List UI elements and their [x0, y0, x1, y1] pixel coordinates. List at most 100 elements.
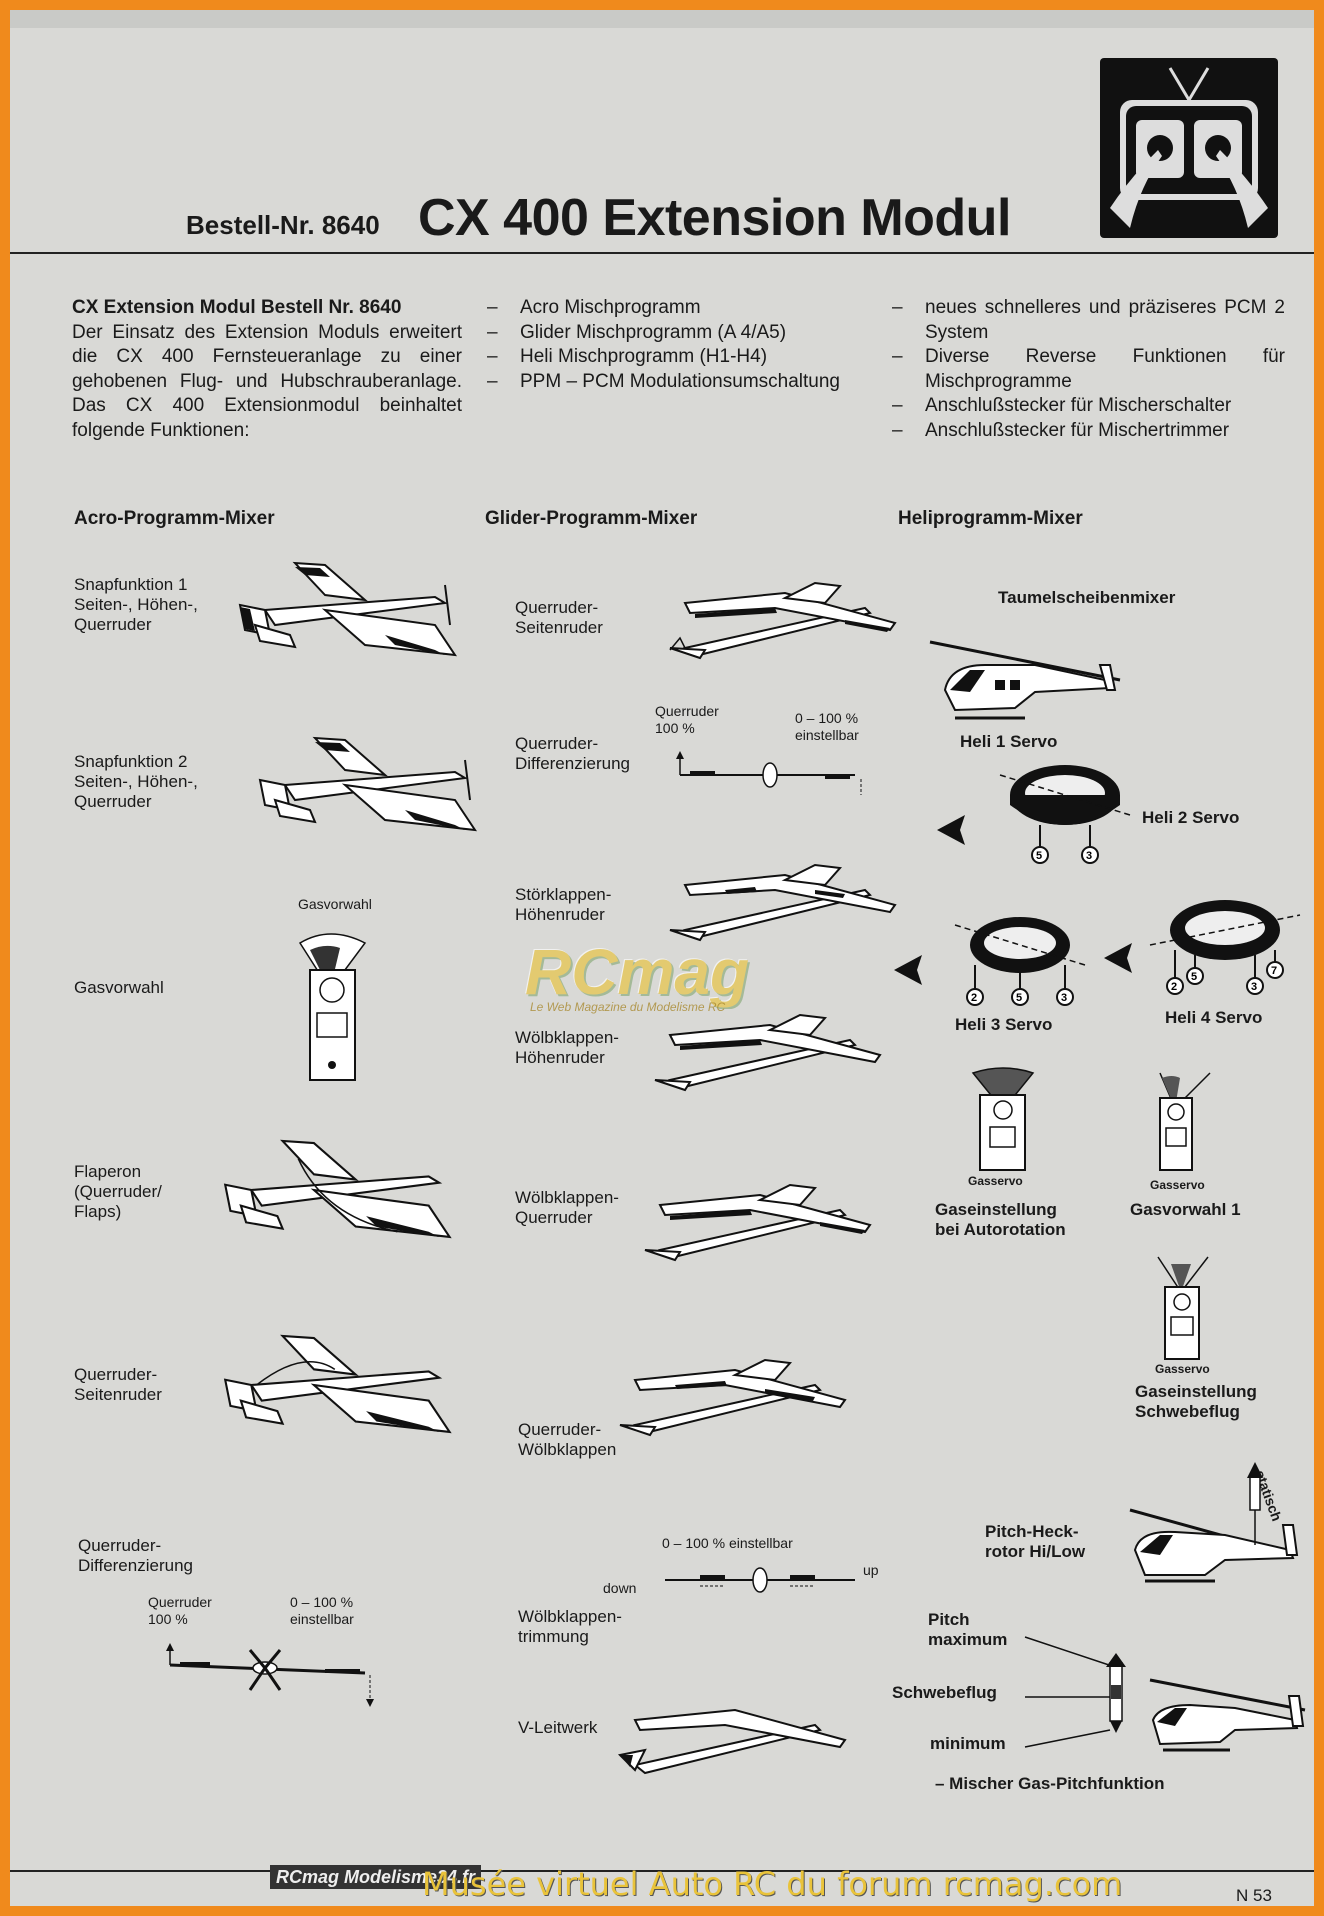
helicopter-2-illustration [1129, 1462, 1299, 1583]
acro-label-6: Querruder- Differenzierung [78, 1536, 193, 1575]
svg-text:3: 3 [1086, 850, 1092, 862]
rcmag-watermark: RCmag [525, 936, 750, 1008]
plane-flaperon-illustration [223, 1139, 452, 1239]
intro-text: Der Einsatz des Extension Moduls erweite… [72, 321, 462, 441]
heli-label-pitch-heck: Pitch-Heck- rotor Hi/Low [985, 1522, 1086, 1561]
gas-servo-hover-illustration [1157, 1256, 1209, 1360]
order-number-label: Bestell-Nr. 8640 [186, 210, 380, 240]
acro-diff-right-caption: 0 – 100 % einstellbar [290, 1594, 354, 1627]
feature-item: PPM – PCM Modulationsumschaltung [485, 370, 885, 395]
magazine-page: Bestell-Nr. 8640 CX 400 Extension Modul … [10, 10, 1314, 1906]
swashplate-3-servo: 2 5 3 [954, 917, 1086, 1006]
heli-label-autorotation: Gaseinstellung bei Autorotation [935, 1200, 1066, 1239]
glider-label-5: Wölbklappen- Querruder [515, 1188, 619, 1227]
pitch-minimum-label: minimum [930, 1734, 1006, 1753]
museum-watermark: Musée virtuel Auto RC du forum rcmag.com [422, 1865, 1123, 1903]
rcmag-footer-logo: RCmag Modelisme34.fr [270, 1865, 482, 1889]
glider-label-2: Querruder- Differenzierung [515, 734, 630, 773]
acro-label-4: Flaperon (Querruder/ Flaps) [74, 1162, 162, 1221]
svg-text:3: 3 [1251, 981, 1257, 993]
glider-label-7: Wölbklappen- trimmung [518, 1607, 622, 1646]
svg-text:2: 2 [971, 992, 977, 1004]
helicopter-1-illustration [929, 640, 1121, 720]
glider-5-illustration [619, 1358, 847, 1437]
svg-text:5: 5 [1036, 850, 1042, 862]
gas-servo-illustration [298, 933, 367, 1081]
svg-text:7: 7 [1271, 965, 1277, 977]
svg-text:5: 5 [1191, 971, 1197, 983]
feature-item: Acro Mischprogramm [485, 296, 885, 321]
svg-text:5: 5 [1016, 992, 1022, 1004]
glider-3-illustration [654, 1013, 882, 1092]
heli-label-3-servo: Heli 3 Servo [955, 1015, 1053, 1034]
feature-list-1: Acro Mischprogramm Glider Mischprogramm … [485, 296, 885, 394]
acro-differential-illustration [166, 1643, 374, 1707]
acro-diff-left-caption: Querruder 100 % [148, 1594, 212, 1627]
flap-trim-illustration [665, 1567, 855, 1593]
arrow-left-icon [937, 815, 965, 845]
gas-servo-autorotation-illustration [971, 1067, 1035, 1171]
transmitter-logo [1100, 58, 1278, 238]
glider-section-title: Glider-Programm-Mixer [485, 508, 698, 529]
plane-snap1-illustration [238, 561, 458, 657]
glider-diff-right-caption: 0 – 100 % einstellbar [795, 710, 859, 743]
intro-column: CX Extension Modul Bestell Nr. 8640 Der … [72, 296, 462, 443]
swashplate-4-servo: 2 5 3 7 [1149, 900, 1301, 995]
plane-querruder-seitenruder-illustration [223, 1334, 452, 1434]
heli-label-gasvorwahl: Gasvorwahl 1 [1130, 1200, 1241, 1219]
glider-label-3: Störklappen- Höhenruder [515, 885, 612, 924]
feature-item: Anschlußstecker für Mischerschalter [890, 394, 1285, 419]
glider-label-8: V-Leitwerk [518, 1718, 598, 1737]
swashplate-2-servo: 5 3 [999, 765, 1131, 864]
header-rule [10, 252, 1314, 254]
intro-heading: CX Extension Modul Bestell Nr. 8640 [72, 297, 402, 318]
glider-1-illustration [669, 581, 897, 660]
glider-vtail-illustration [617, 1708, 847, 1775]
gas-pitch-label: – Mischer Gas-Pitchfunktion [935, 1774, 1165, 1793]
feature-item: Glider Mischprogramm (A 4/A5) [485, 321, 885, 346]
transmitter-icon [1110, 67, 1268, 228]
plane-snap2-illustration [258, 736, 478, 832]
arrow-left-icon [1104, 943, 1132, 973]
acro-label-1: Snapfunktion 1 Seiten-, Höhen-, Querrude… [74, 575, 198, 634]
glider-2-illustration [669, 863, 897, 942]
page-title: CX 400 Extension Modul [418, 189, 1011, 247]
gasservo-caption-3: Gasservo [1155, 1362, 1210, 1376]
glider-label-1: Querruder- Seitenruder [515, 598, 603, 637]
glider-4-illustration [644, 1183, 872, 1262]
gasservo-caption-1: Gasservo [968, 1174, 1023, 1188]
gas-servo-vorwahl-illustration [1159, 1072, 1211, 1171]
acro-label-3: Gasvorwahl [74, 978, 164, 997]
gasvorwahl-caption: Gasvorwahl [298, 896, 372, 912]
heli-label-schwebeflug: Gaseinstellung Schwebeflug [1135, 1382, 1257, 1421]
feature-list-2: neues schnelleres und präziseres PCM 2 S… [890, 296, 1285, 443]
heli-label-4-servo: Heli 4 Servo [1165, 1008, 1263, 1027]
glider-diff-left-caption: Querruder 100 % [655, 703, 719, 736]
gasservo-caption-2: Gasservo [1150, 1178, 1205, 1192]
svg-text:3: 3 [1061, 992, 1067, 1004]
svg-text:2: 2 [1171, 981, 1177, 993]
feature-item: Anschlußstecker für Mischertrimmer [890, 419, 1285, 444]
acro-section-title: Acro-Programm-Mixer [74, 508, 275, 529]
feature-item: Heli Mischprogramm (H1-H4) [485, 345, 885, 370]
page-number: N 53 [1236, 1886, 1272, 1905]
trim-up-caption: up [863, 1562, 879, 1578]
heli-label-taumelscheibe: Taumelscheibenmixer [998, 588, 1176, 607]
arrow-left-icon [894, 955, 922, 985]
trim-down-caption: down [603, 1580, 637, 1596]
rcmag-watermark-subtitle: Le Web Magazine du Modelisme RC [530, 1000, 726, 1014]
pitch-gauge-illustration [1024, 1636, 1126, 1748]
heli-section-title: Heliprogramm-Mixer [898, 508, 1083, 529]
feature-item: Diverse Reverse Funktionen für Mischprog… [890, 345, 1285, 394]
pitch-hover-label: Schwebeflug [892, 1683, 997, 1702]
acro-label-2: Snapfunktion 2 Seiten-, Höhen-, Querrude… [74, 752, 198, 811]
top-band [10, 10, 1314, 28]
acro-label-5: Querruder- Seitenruder [74, 1365, 162, 1404]
pitch-maximum-label: Pitch maximum [928, 1610, 1008, 1649]
glider-differential-illustration [676, 751, 862, 795]
footer-rule [10, 1870, 1314, 1872]
trim-range-caption: 0 – 100 % einstellbar [662, 1535, 793, 1551]
glider-label-4: Wölbklappen- Höhenruder [515, 1028, 619, 1067]
heli-label-2-servo: Heli 2 Servo [1142, 808, 1240, 827]
heli-label-1-servo: Heli 1 Servo [960, 732, 1058, 751]
